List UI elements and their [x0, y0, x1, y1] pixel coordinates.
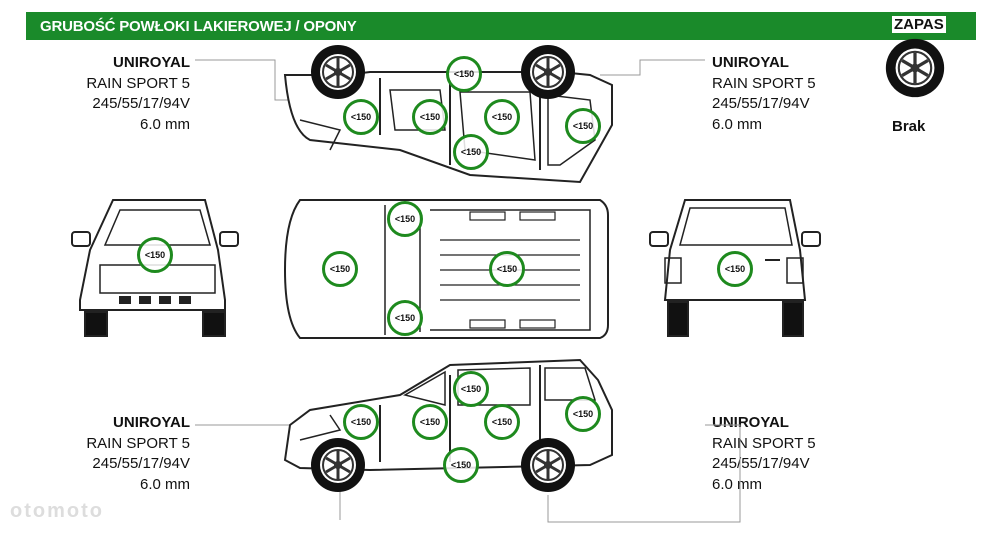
paint-gauge-front: <150 [137, 237, 173, 273]
tire-size: 245/55/17/94V [92, 95, 190, 112]
paint-gauge-bottom-side: <150 [412, 404, 448, 440]
page-title: GRUBOŚĆ POWŁOKI LAKIEROWEJ / OPONY [40, 18, 357, 35]
paint-gauge-top-side: <150 [446, 56, 482, 92]
tire-info-rear-left: UNIROYAL RAIN SPORT 5 245/55/17/94V 6.0 … [40, 413, 190, 495]
tire-model: RAIN SPORT 5 [712, 74, 816, 92]
car-roof [283, 199, 609, 339]
header-bar: GRUBOŚĆ POWŁOKI LAKIEROWEJ / OPONY [26, 12, 976, 40]
paint-gauge-top-side: <150 [453, 134, 489, 170]
paint-gauge-bottom-side: <150 [565, 396, 601, 432]
tire-model: RAIN SPORT 5 [86, 74, 190, 92]
spare-label: ZAPAS [892, 16, 946, 33]
tire-brand: UNIROYAL [113, 54, 190, 71]
paint-gauge-top-side: <150 [343, 99, 379, 135]
tire-info-front-left: UNIROYAL RAIN SPORT 5 245/55/17/94V 6.0 … [40, 53, 190, 135]
watermark: otomoto [10, 500, 104, 522]
tire-tread: 6.0 mm [712, 115, 763, 133]
paint-gauge-roof: <150 [387, 201, 423, 237]
car-rear [649, 199, 821, 337]
paint-gauge-bottom-side: <150 [343, 404, 379, 440]
tire-tread: 6.0 mm [139, 115, 190, 133]
tire-size: 245/55/17/94V [712, 95, 810, 112]
tire-info-front-right: UNIROYAL RAIN SPORT 5 245/55/17/94V 6.0 … [712, 53, 862, 135]
paint-gauge-roof: <150 [387, 300, 423, 336]
paint-gauge-rear: <150 [717, 251, 753, 287]
tire-info-rear-right: UNIROYAL RAIN SPORT 5 245/55/17/94V 6.0 … [712, 413, 862, 495]
paint-gauge-top-side: <150 [565, 108, 601, 144]
paint-gauge-bottom-side: <150 [453, 371, 489, 407]
tire-tread: 6.0 mm [139, 475, 190, 493]
tire-model: RAIN SPORT 5 [86, 434, 190, 452]
paint-gauge-top-side: <150 [412, 99, 448, 135]
tire-model: RAIN SPORT 5 [712, 434, 816, 452]
paint-gauge-bottom-side: <150 [443, 447, 479, 483]
spare-status: Brak [892, 118, 926, 135]
tire-brand: UNIROYAL [113, 414, 190, 431]
spare-wheel-icon [884, 37, 946, 99]
tire-brand: UNIROYAL [712, 54, 789, 71]
paint-gauge-bottom-side: <150 [484, 404, 520, 440]
tire-size: 245/55/17/94V [712, 455, 810, 472]
tire-brand: UNIROYAL [712, 414, 789, 431]
tire-tread: 6.0 mm [712, 475, 763, 493]
tire-size: 245/55/17/94V [92, 455, 190, 472]
car-side-bottom [283, 358, 613, 472]
paint-gauge-roof: <150 [489, 251, 525, 287]
paint-gauge-top-side: <150 [484, 99, 520, 135]
paint-gauge-roof: <150 [322, 251, 358, 287]
